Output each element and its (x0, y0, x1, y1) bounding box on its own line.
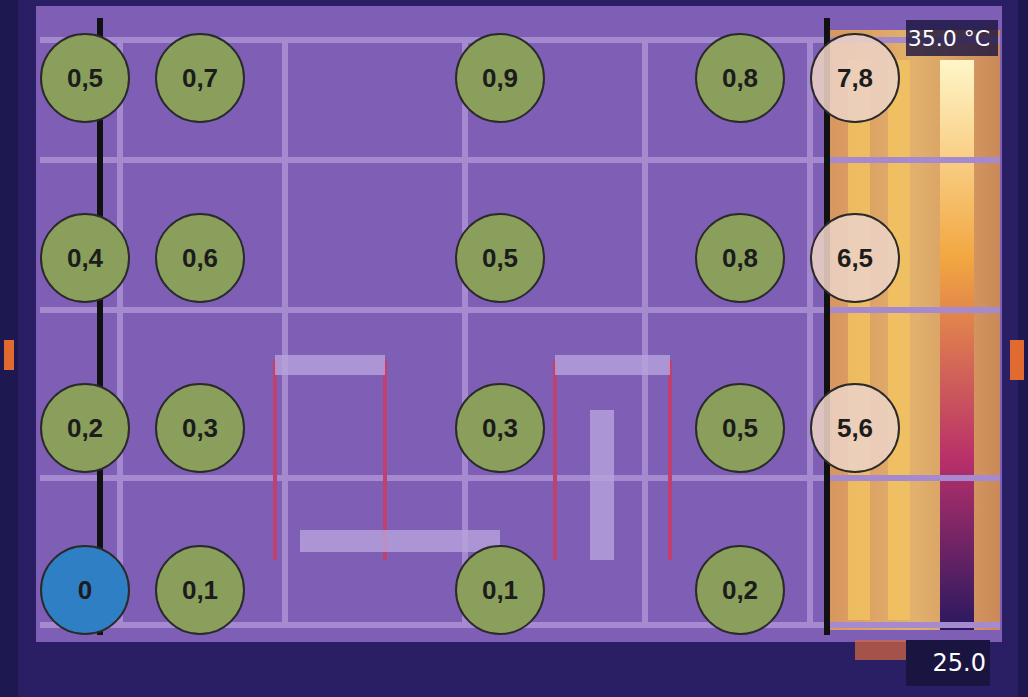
measurement-value: 0,9 (482, 63, 518, 94)
measurement-value: 0,4 (67, 243, 103, 274)
measurement-circle: 6,5 (810, 213, 900, 303)
scale-label: 35.0 °C (908, 26, 990, 51)
measurement-value: 0,6 (182, 243, 218, 274)
measurement-circle: 0,3 (155, 383, 245, 473)
measurement-value: 0,3 (182, 413, 218, 444)
measurement-circle: 0,2 (695, 545, 785, 635)
measurement-circle: 0,2 (40, 383, 130, 473)
measurement-circle: 0,9 (455, 33, 545, 123)
measurement-circle: 0,5 (40, 33, 130, 123)
measurement-circle: 0 (40, 545, 130, 635)
measurement-value: 0,5 (722, 413, 758, 444)
measurement-value: 0,5 (482, 243, 518, 274)
measurement-circle: 0,6 (155, 213, 245, 303)
measurement-value: 0,7 (182, 63, 218, 94)
measurement-circle: 0,8 (695, 33, 785, 123)
measurement-value: 0,3 (482, 413, 518, 444)
measurement-value: 0,8 (722, 243, 758, 274)
measurement-circle: 0,8 (695, 213, 785, 303)
measurement-value: 7,8 (837, 63, 873, 94)
measurement-circle: 0,4 (40, 213, 130, 303)
measurement-circle: 0,7 (155, 33, 245, 123)
measurement-value: 0,5 (67, 63, 103, 94)
measurement-value: 0,8 (722, 63, 758, 94)
measurement-value: 6,5 (837, 243, 873, 274)
measurement-circle: 0,5 (455, 213, 545, 303)
measurement-circle: 5,6 (810, 383, 900, 473)
measurement-circle: 0,3 (455, 383, 545, 473)
measurement-value: 5,6 (837, 413, 873, 444)
measurement-circle: 0,1 (155, 545, 245, 635)
measurement-value: 0,1 (482, 575, 518, 606)
measurement-value: 0,1 (182, 575, 218, 606)
measurement-circle: 0,5 (695, 383, 785, 473)
measurement-value: 0 (78, 575, 92, 606)
measurement-circle: 0,1 (455, 545, 545, 635)
scale-label: 25.0 (933, 649, 986, 677)
measurement-value: 0,2 (67, 413, 103, 444)
measurement-value: 0,2 (722, 575, 758, 606)
measurement-circle: 7,8 (810, 33, 900, 123)
